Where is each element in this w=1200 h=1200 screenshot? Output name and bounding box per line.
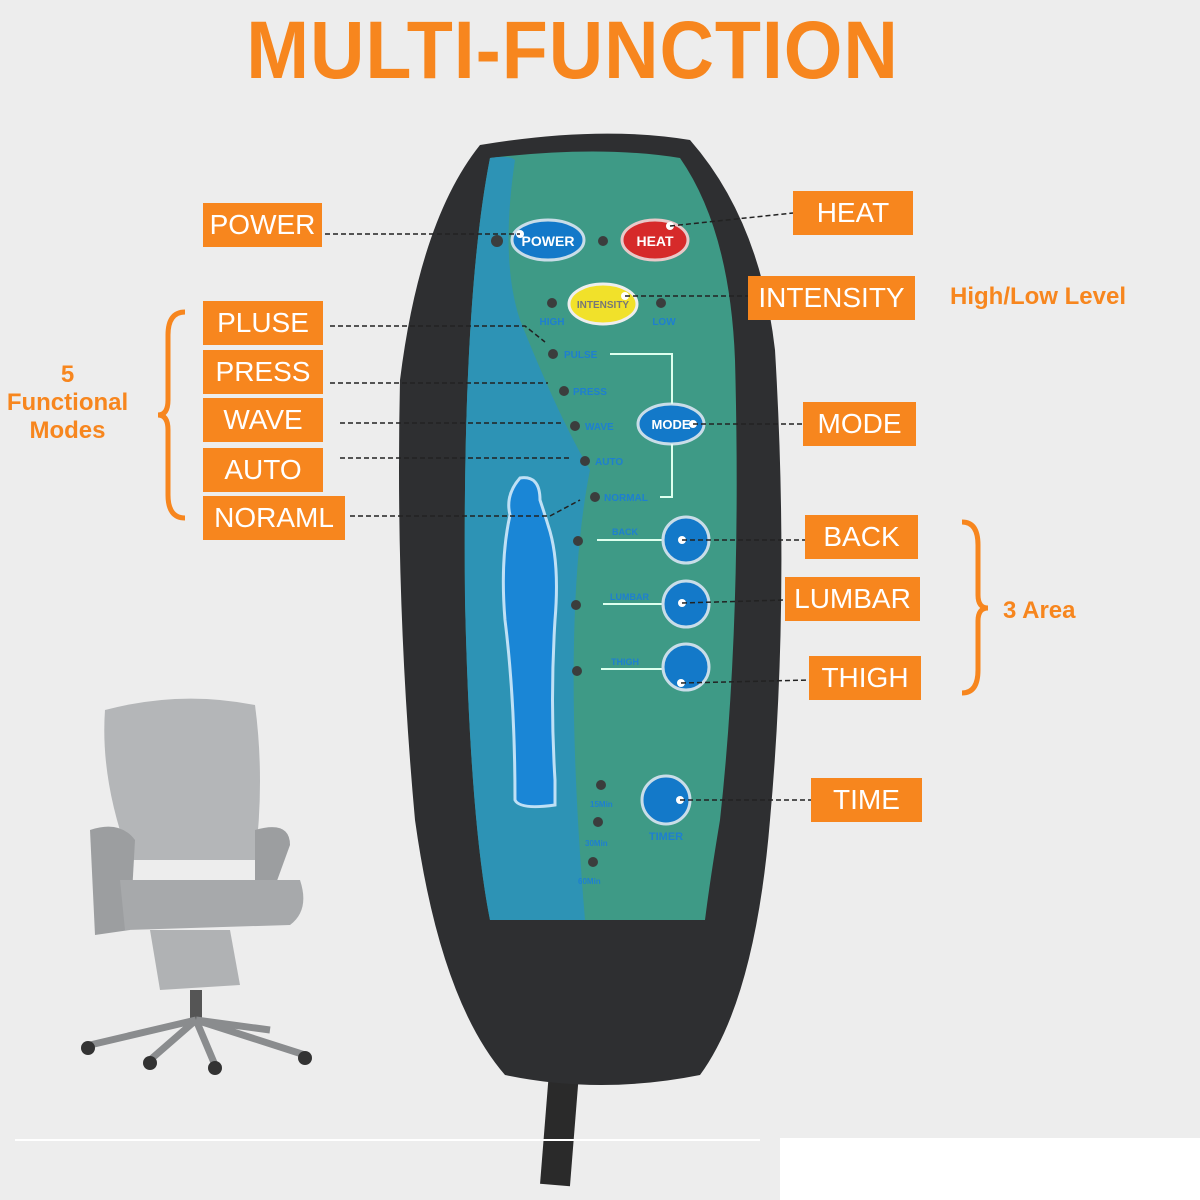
svg-text:HIGH: HIGH [540, 317, 565, 328]
heat-label: HEAT [793, 191, 913, 235]
press-label: PRESS [203, 350, 323, 394]
thigh-label: THIGH [809, 656, 921, 700]
svg-text:NORMAL: NORMAL [604, 493, 648, 504]
functional-modes-note: 5 Functional Modes [6, 361, 129, 444]
mode-label: MODE [803, 402, 916, 446]
svg-text:LOW: LOW [652, 317, 676, 328]
right-brace [961, 519, 989, 696]
back-label: BACK [805, 515, 918, 559]
svg-text:HEAT: HEAT [636, 233, 674, 249]
svg-text:PULSE: PULSE [564, 350, 598, 361]
left-brace [157, 309, 186, 521]
power-label: POWER [203, 203, 322, 247]
svg-text:15Min: 15Min [590, 800, 613, 809]
svg-text:POWER: POWER [522, 233, 575, 249]
high-low-note: High/Low Level [950, 283, 1127, 310]
time-label: TIME [811, 778, 922, 822]
svg-text:THIGH: THIGH [611, 657, 639, 667]
area-note: 3 Area [1003, 597, 1076, 624]
auto-label: AUTO [203, 448, 323, 492]
svg-text:MODE: MODE [652, 417, 691, 432]
lumbar-label: LUMBAR [785, 577, 920, 621]
chair-image [81, 698, 312, 1075]
wave-label: WAVE [203, 398, 323, 442]
noraml-label: NORAML [203, 496, 345, 540]
svg-text:AUTO: AUTO [595, 457, 623, 468]
svg-text:60Min: 60Min [578, 877, 601, 886]
svg-text:30Min: 30Min [585, 839, 608, 848]
svg-text:PRESS: PRESS [573, 387, 607, 398]
intensity-label: INTENSITY [748, 276, 915, 320]
svg-text:INTENSITY: INTENSITY [577, 300, 630, 311]
body-silhouette-icon [501, 476, 558, 809]
svg-text:BACK: BACK [612, 527, 638, 537]
pluse-label: PLUSE [203, 301, 323, 345]
svg-text:TIMER: TIMER [649, 831, 683, 843]
svg-text:WAVE: WAVE [585, 422, 614, 433]
svg-text:LUMBAR: LUMBAR [610, 592, 649, 602]
page-title: MULTI-FUNCTION [246, 5, 899, 96]
